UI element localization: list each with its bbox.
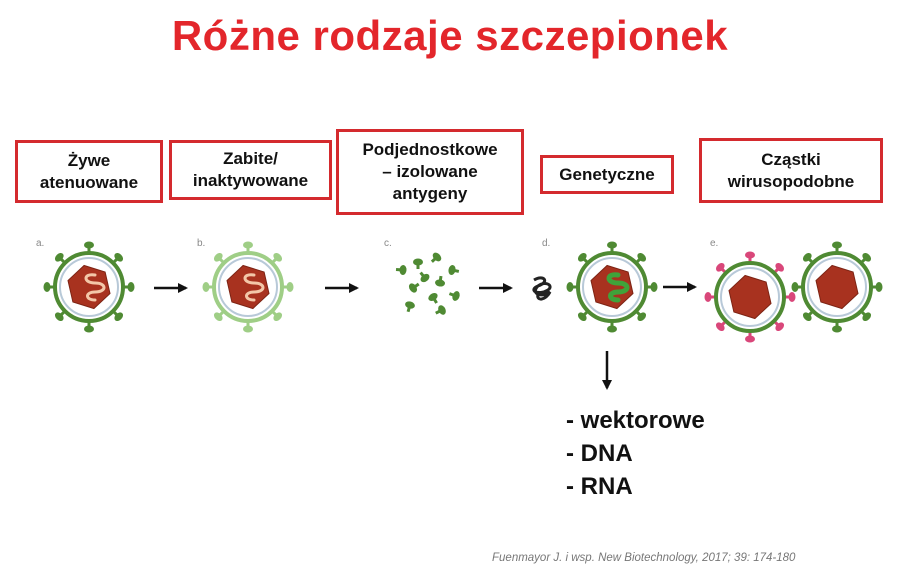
capsid-icon [226,264,270,310]
antigen-icon [448,291,460,301]
spike-icon [243,241,253,249]
spike-icon [715,262,725,272]
citation: Fuenmayor J. i wsp. New Biotechnology, 2… [492,552,796,564]
antigen-icon [448,265,460,275]
genetic-vaccine-types: - wektorowe - DNA - RNA [566,404,705,503]
type-rna: - RNA [566,473,633,500]
spike-icon [243,325,253,333]
antigen-icon [428,293,438,304]
spike-icon [637,312,647,322]
spike-icon [127,282,135,292]
arrow-right-icon [479,283,513,293]
vlp-particle-1 [704,251,796,343]
spike-icon [273,252,283,262]
arrow-right-icon [663,282,697,292]
spike-icon [788,292,796,302]
type-vector: - wektorowe [566,407,705,434]
slide-title: Różne rodzaje szczepionek [171,12,729,59]
spike-icon [745,251,755,259]
capsid-icon [67,264,111,310]
spike-icon [875,282,883,292]
spike-icon [637,252,647,262]
antigen-icon [430,252,442,263]
panel-marker-d: d. [542,238,551,249]
spike-icon [832,325,842,333]
panel-marker-b: b. [197,238,206,249]
panel-marker-a: a. [36,238,45,249]
spike-icon [84,325,94,333]
spike-icon [54,312,64,322]
antigen-icon [413,258,423,269]
spike-icon [607,241,617,249]
vlp-particle-2 [791,241,883,333]
category-box-live-attenuated: Żywe atenuowane [15,140,163,203]
capsid-icon [728,274,772,320]
spike-icon [213,312,223,322]
antigen-icon [435,275,445,287]
spike-icon [715,322,725,332]
live-attenuated-virus [43,241,135,333]
spike-icon [745,335,755,343]
genome-icon [243,273,265,302]
spike-icon [607,325,617,333]
spike-icon [650,282,658,292]
spike-icon [791,282,799,292]
spike-icon [704,292,712,302]
spike-icon [566,282,574,292]
spike-icon [775,262,785,272]
spike-icon [286,282,294,292]
spike-icon [832,241,842,249]
nucleic-acid-icon [532,276,552,301]
spike-icon [202,282,210,292]
panel-marker-e: e. [710,238,719,249]
genetic-vaccine-virus [566,241,658,333]
spike-icon [802,252,812,262]
spike-icon [114,312,124,322]
spike-icon [84,241,94,249]
arrow-down-icon [602,351,612,390]
spike-icon [273,312,283,322]
antigen-icon [395,265,407,275]
category-box-subunit: Podjednostkowe – izolowane antygeny [336,129,524,215]
spike-icon [213,252,223,262]
arrow-right-icon [154,283,188,293]
capsid-icon [815,264,859,310]
type-dna: - DNA [566,440,633,467]
spike-icon [802,312,812,322]
inactivated-virus [202,241,294,333]
spike-icon [862,312,872,322]
spike-icon [54,252,64,262]
antigen-icon [435,305,446,315]
spike-icon [114,252,124,262]
genome-icon [606,272,630,303]
spike-icon [577,252,587,262]
category-box-vlp: Cząstki wirusopodobne [699,138,883,203]
spike-icon [577,312,587,322]
antigen-icon [408,282,420,293]
antigen-icon [405,301,415,313]
category-box-genetic: Genetyczne [540,155,674,194]
arrow-right-icon [325,283,359,293]
spike-icon [862,252,872,262]
panel-marker-c: c. [384,238,392,249]
spike-icon [43,282,51,292]
spike-icon [775,322,785,332]
capsid-icon [590,264,634,310]
antigen-icon [419,271,430,283]
category-box-inactivated: Zabite/ inaktywowane [169,140,332,200]
genome-icon [84,273,106,302]
